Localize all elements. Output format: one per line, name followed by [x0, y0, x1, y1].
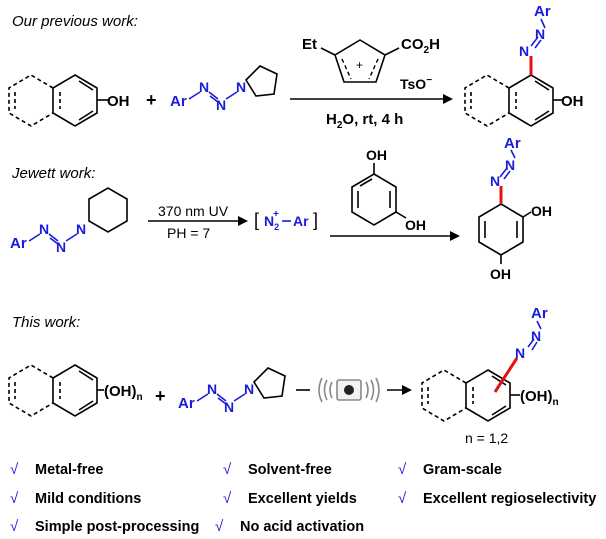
- this-azo-n2: N: [531, 328, 541, 344]
- feature-item: √ Excellent yields: [223, 490, 357, 507]
- check-mark-icon: √: [398, 461, 407, 478]
- header-jewett-work: Jewett work:: [11, 165, 95, 182]
- uv-condition: 370 nm UV: [158, 203, 229, 219]
- header-this-work: This work:: [12, 314, 80, 331]
- jewett-nitrogen-2: N: [56, 239, 66, 255]
- jewett-azo-n2: N: [505, 157, 515, 173]
- vibration-icon: [318, 377, 380, 403]
- feature-item: √ Mild conditions: [10, 490, 141, 507]
- resorcinol-reactant: OH OH: [351, 147, 426, 233]
- diazonium-aryl: Ar: [293, 213, 309, 229]
- substrate-oh-label: OH: [107, 93, 130, 110]
- feature-label: Excellent yields: [248, 491, 357, 507]
- this-product: N N Ar (OH)n n = 1,2: [421, 305, 559, 446]
- azo-resorcinol-product: N N Ar OH OH: [478, 135, 552, 282]
- naphthol-substrate: [8, 74, 108, 127]
- feature-label: No acid activation: [240, 519, 364, 535]
- azo-naphthol-product: N N Ar OH: [464, 3, 584, 127]
- feature-label: Simple post-processing: [35, 519, 199, 535]
- pyrrolidine-ring: [244, 65, 278, 97]
- catalyst-structure: + Et CO2H TsO−: [302, 36, 440, 92]
- nitrogen-1: N: [199, 79, 209, 95]
- this-substrate-oh: (OH)n: [104, 383, 143, 403]
- azo-aryl: Ar: [534, 3, 551, 20]
- this-azo-aryl: Ar: [531, 305, 548, 322]
- this-nitrogen-1: N: [207, 381, 217, 397]
- mechanochemical-arrow: [296, 377, 412, 403]
- product-oh-bottom: OH: [490, 266, 511, 282]
- jewett-azo-n1: N: [490, 173, 500, 189]
- this-plus-sign: +: [155, 386, 166, 406]
- nitrogen-2: N: [216, 97, 226, 113]
- feature-item: √ Gram-scale: [398, 461, 502, 478]
- azo-nitrogen-2: N: [535, 26, 545, 42]
- product-oh-top: OH: [531, 203, 552, 219]
- piperidine-ring: [88, 187, 128, 233]
- reaction-arrow-1: [290, 94, 453, 104]
- this-new-cn-bond: [493, 357, 519, 393]
- feature-item: √ Solvent-free: [223, 461, 332, 478]
- feature-item: √ No acid activation: [215, 518, 364, 535]
- conditions-label: H2O, rt, 4 h: [326, 111, 403, 131]
- section-previous-work: Our previous work: OH + Ar N N N: [8, 3, 584, 131]
- check-mark-icon: √: [215, 518, 224, 535]
- header-previous-work: Our previous work:: [12, 13, 138, 30]
- bracket-right: ]: [313, 210, 318, 230]
- n-values-note: n = 1,2: [465, 430, 508, 446]
- this-aryl: Ar: [178, 395, 195, 412]
- counterion-label: TsO−: [400, 75, 432, 92]
- catalyst-et: Et: [302, 36, 317, 53]
- this-product-oh: (OH)n: [520, 388, 559, 408]
- feature-item: √ Simple post-processing: [10, 518, 199, 535]
- piperidine-triazene: Ar N N N: [10, 187, 128, 255]
- check-mark-icon: √: [10, 518, 19, 535]
- jewett-azo-aryl: Ar: [504, 135, 521, 152]
- reaction-arrow-2: [148, 216, 248, 226]
- check-mark-icon: √: [398, 490, 407, 507]
- this-azo-n1: N: [515, 345, 525, 361]
- resorcinol-oh-top: OH: [366, 147, 387, 163]
- check-mark-icon: √: [10, 461, 19, 478]
- features-list: √ Metal-free √ Solvent-free √ Gram-scale…: [10, 461, 596, 535]
- product-oh-label: OH: [561, 93, 584, 110]
- bracket-left: [: [254, 210, 259, 230]
- reaction-arrow-3: [330, 231, 460, 241]
- triazene-reagent: Ar N N N: [170, 65, 278, 113]
- aryl-label: Ar: [170, 93, 187, 110]
- section-jewett-work: Jewett work: Ar N N N 370 nm UV PH = 7 […: [10, 135, 552, 282]
- nitrogen-3: N: [236, 79, 246, 95]
- feature-item: √ Excellent regioselectivity: [398, 490, 596, 507]
- feature-label: Solvent-free: [248, 462, 332, 478]
- this-nitrogen-2: N: [224, 399, 234, 415]
- check-mark-icon: √: [10, 490, 19, 507]
- jewett-nitrogen-3: N: [76, 221, 86, 237]
- this-triazene-reagent: Ar N N N: [178, 367, 286, 415]
- jewett-nitrogen-1: N: [39, 221, 49, 237]
- diazonium-intermediate: [ N2+ Ar ]: [254, 209, 318, 232]
- catalyst-co2h: CO2H: [401, 36, 440, 56]
- feature-label: Metal-free: [35, 462, 104, 478]
- this-nitrogen-3: N: [244, 381, 254, 397]
- ph-condition: PH = 7: [167, 225, 210, 241]
- resorcinol-oh-bottom: OH: [405, 217, 426, 233]
- catalyst-charge: +: [356, 58, 363, 72]
- plus-sign: +: [146, 90, 157, 110]
- section-this-work: This work: (OH)n + Ar N N N: [8, 305, 559, 446]
- check-mark-icon: √: [223, 490, 232, 507]
- check-mark-icon: √: [223, 461, 232, 478]
- feature-label: Gram-scale: [423, 462, 502, 478]
- this-pyrrolidine-ring: [252, 367, 286, 399]
- feature-item: √ Metal-free: [10, 461, 104, 478]
- diazonium-n2: N2+: [264, 209, 279, 232]
- this-substrate: [8, 364, 104, 417]
- feature-label: Mild conditions: [35, 491, 141, 507]
- jewett-aryl: Ar: [10, 235, 27, 252]
- azo-nitrogen-1: N: [519, 43, 529, 59]
- feature-label: Excellent regioselectivity: [423, 491, 596, 507]
